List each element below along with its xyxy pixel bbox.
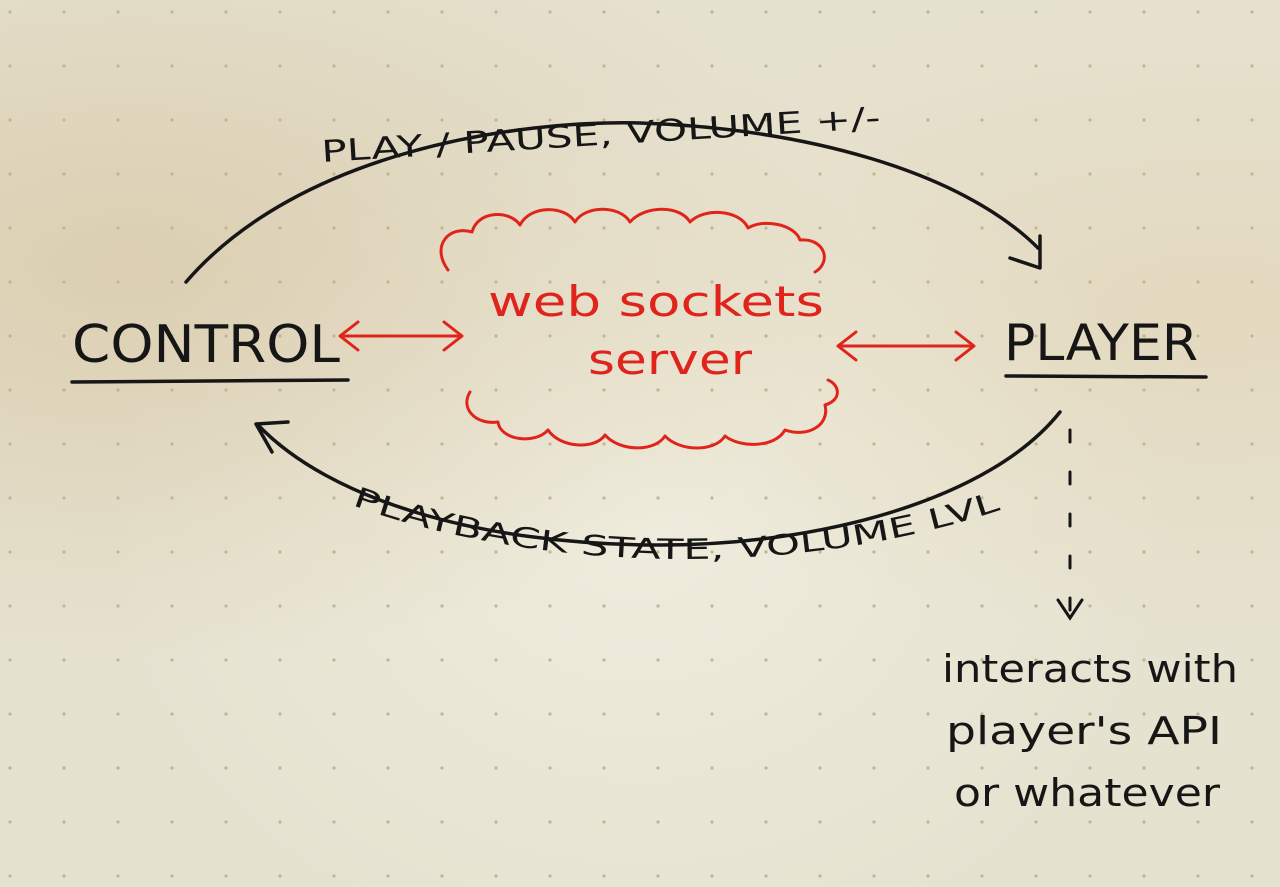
dashed-arrow (1056, 428, 1084, 621)
server-label-line1: web sockets (488, 277, 824, 326)
control-underline (70, 378, 350, 384)
control-label: CONTROL (72, 315, 340, 375)
note-line-1: interacts with (942, 647, 1238, 691)
top-arrowhead (1008, 234, 1042, 270)
player-underline (1004, 374, 1208, 379)
player-label: PLAYER (1004, 314, 1198, 372)
dashed-arrowhead (1056, 598, 1084, 621)
red-arrow-left (338, 320, 464, 352)
bottom-arrowhead (254, 420, 290, 454)
top-arrow (184, 121, 1042, 284)
bottom-arrow (254, 410, 1062, 547)
note-line-2: player's API (946, 709, 1222, 753)
note-line-3: or whatever (954, 771, 1220, 815)
server-label-line2: server (588, 335, 753, 384)
red-arrow-right (836, 330, 976, 362)
cloud-shape (439, 207, 839, 450)
